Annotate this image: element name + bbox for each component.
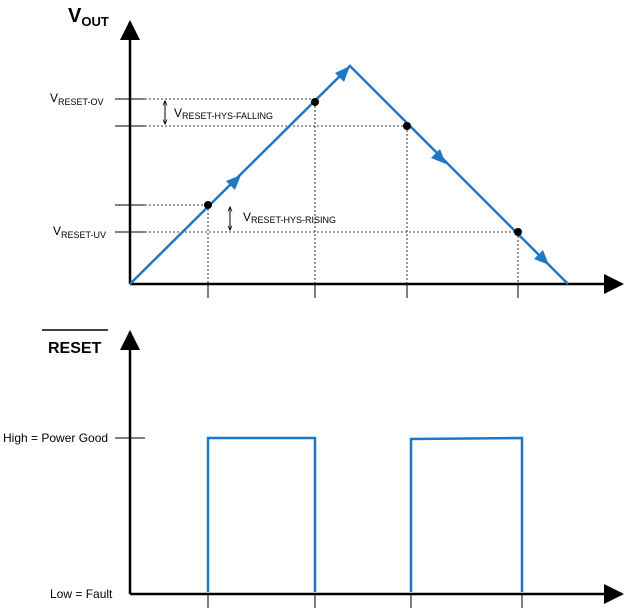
waveform-direction-arrows <box>226 66 549 265</box>
crossing-point <box>403 122 411 130</box>
high-level-label: High = Power Good <box>3 431 108 445</box>
bottom-plot: RESET High = Power Good Low = Fault <box>3 329 624 608</box>
reset-pulse-2 <box>409 436 524 592</box>
falling-arrow-1 <box>431 149 446 164</box>
reset-axis-label: RESET <box>48 340 102 357</box>
crossing-point <box>514 228 522 236</box>
rising-arrow-1 <box>226 175 241 190</box>
falling-arrow-2 <box>534 250 549 265</box>
crossing-points <box>204 98 522 236</box>
horizontal-guides <box>145 98 518 233</box>
vout-waveform <box>129 64 569 285</box>
top-plot: VOUT VRESET-OV VRESET-UV <box>50 5 624 298</box>
crossing-point <box>311 98 319 106</box>
reset-pulse-1 <box>206 436 317 592</box>
rising-arrow-2 <box>335 66 350 82</box>
bottom-x-ticks <box>207 594 523 608</box>
low-level-label: Low = Fault <box>50 587 113 601</box>
hys-falling-label: VRESET-HYS-FALLING <box>174 106 273 121</box>
hys-rising-label: VRESET-HYS-RISING <box>243 210 336 225</box>
threshold-ov-label: VRESET-OV <box>50 91 104 107</box>
crossing-point <box>204 201 212 209</box>
threshold-uv-label: VRESET-UV <box>53 224 106 240</box>
top-x-ticks <box>207 284 519 298</box>
vout-axis-label: VOUT <box>68 5 109 29</box>
vertical-guides-top <box>207 102 519 284</box>
